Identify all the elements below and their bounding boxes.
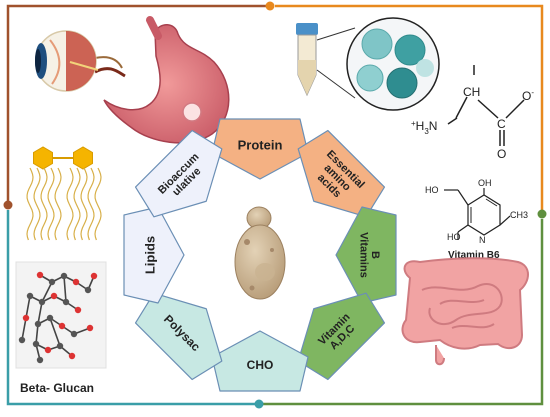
atom (44, 346, 52, 354)
ring-segment-label: B (369, 251, 381, 259)
ring-segment-polysac: Polysac (134, 292, 223, 381)
ring-segment-label: CHO (247, 358, 274, 372)
amino-c-label: C (497, 117, 506, 131)
b6-ch3-label: CH3 (510, 210, 528, 220)
atom (50, 292, 58, 300)
amino-o-minus-label: O- (522, 88, 534, 103)
glucan-chain (80, 167, 88, 241)
amino-ch-label: CH (463, 85, 480, 99)
glucose-hexagon (73, 146, 93, 170)
intestine-icon (401, 257, 529, 366)
ring-segment-shape (297, 129, 386, 218)
beta-glucan-helix-icon (26, 146, 102, 241)
atom (62, 298, 70, 306)
ring-segment-shape (211, 330, 309, 392)
vitamin-b6-structure: HO OH N CH3 HO Vitamin B6 (425, 178, 528, 261)
atom (86, 324, 94, 332)
amino-nh3-label: +H3N (411, 119, 437, 136)
glucan-chain (40, 167, 48, 241)
atom (36, 271, 44, 279)
eye-icon (35, 30, 126, 92)
ring-segment-label: Vitamins (357, 232, 369, 278)
atom (22, 314, 30, 322)
ring-segment-shape (297, 292, 386, 381)
glucan-chain (73, 167, 81, 241)
atom (90, 272, 98, 280)
beta-glucan-molecule: Beta- Glucan (15, 261, 107, 395)
atom (36, 356, 44, 364)
atom (48, 278, 56, 286)
ring-segment-shape (335, 206, 397, 304)
atom (58, 322, 66, 330)
glucose-hexagon (33, 146, 53, 170)
atom (74, 306, 82, 314)
nutrient-ring: ProteinEssentialaminoacidsBVitaminsVitam… (123, 118, 397, 392)
frame-green-line (262, 219, 544, 406)
glucan-chain (26, 167, 34, 241)
frame-node-bottom (254, 399, 264, 409)
atom (70, 330, 78, 338)
glucan-chain (94, 167, 102, 241)
glucan-chain (54, 167, 62, 241)
ring-segment-lipids: Lipids (123, 206, 185, 304)
glucan-chain (47, 167, 55, 241)
yeast-cell-icon (234, 206, 286, 300)
ring-segment-protein: Protein (211, 118, 309, 180)
test-tube-icon (296, 23, 318, 97)
atom (84, 286, 92, 294)
frame (3, 1, 547, 409)
ring-segment-shape (134, 129, 223, 218)
atom (26, 292, 34, 300)
ring-segment-label: Protein (238, 138, 283, 153)
atom (72, 278, 80, 286)
ring-segment-label: Lipids (143, 236, 158, 274)
atom (32, 340, 40, 348)
amino-acid-structure: CH C +H3N O- O (411, 65, 534, 161)
atom (46, 314, 54, 322)
glucan-chain (66, 167, 74, 241)
zoom-connector (316, 27, 356, 99)
atom (38, 298, 46, 306)
atom (34, 320, 42, 328)
atom (56, 342, 64, 350)
ring-segment-shape (134, 292, 223, 381)
atom (68, 352, 76, 360)
vitamin-b6-label: Vitamin B6 (448, 250, 500, 261)
protein-molecule-icon (346, 17, 440, 111)
b6-n-label: N (479, 235, 486, 245)
glucan-chain (33, 167, 41, 241)
frame-orange-line (275, 4, 544, 212)
ring-segment-cho: CHO (211, 330, 309, 392)
amino-o-label: O (497, 147, 506, 161)
frame-node-left (3, 200, 13, 210)
atom (60, 272, 68, 280)
stomach-icon (103, 16, 230, 144)
atom (18, 336, 26, 344)
b6-ho-top-label: HO (425, 185, 439, 195)
beta-glucan-label: Beta- Glucan (20, 381, 94, 395)
ring-segment-shape (123, 206, 185, 304)
b6-ho-bottom-label: HO (447, 232, 461, 242)
frame-node-right (537, 209, 547, 219)
glucan-chain (87, 167, 95, 241)
frame-node-top (265, 1, 275, 11)
frame-brown-line (6, 4, 270, 205)
b6-oh-label: OH (478, 178, 492, 188)
frame-teal-line (6, 210, 255, 406)
